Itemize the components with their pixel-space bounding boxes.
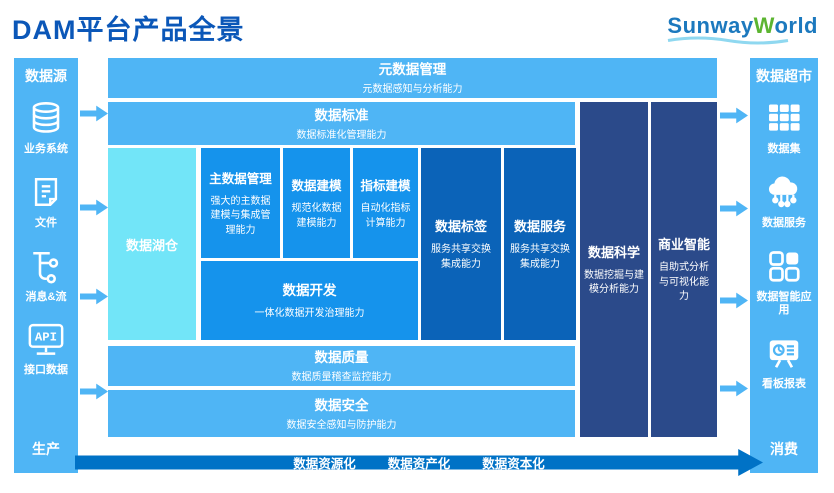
logo-wave-icon: [668, 36, 789, 45]
sidebar-item-label: 接口数据: [24, 364, 68, 377]
block-data-tags: 数据标签 服务共享交换集成能力: [421, 148, 501, 340]
block-data-development: 数据开发 一体化数据开发治理能力: [201, 261, 418, 340]
block-subtitle: 自动化指标计算能力: [360, 203, 411, 229]
sidebar-item-data-intelligence-apps: 数据智能应用: [755, 246, 813, 319]
right-sidebar-header: 数据超市: [756, 68, 812, 84]
sidebar-item-dashboard-reports: 看板报表: [755, 333, 813, 392]
block-subtitle: 强大的主数据建模与集成管理能力: [210, 195, 271, 236]
logo-text: SunwayWorld: [667, 13, 818, 38]
block-title: 数据服务: [513, 219, 566, 234]
column-data-science: 数据科学 数据挖掘与建模分析能力: [580, 102, 648, 437]
block-subtitle: 一体化数据开发治理能力: [254, 308, 365, 320]
layer-subtitle: 数据安全感知与防护能力: [286, 419, 397, 431]
layer-data-security: 数据安全 数据安全感知与防护能力: [108, 390, 575, 437]
dataset-icon: [764, 98, 804, 138]
layer-data-standard: 数据标准 数据标准化管理能力: [108, 102, 575, 145]
stream-icon: [26, 246, 66, 286]
value-stage-label: 数据资产化: [387, 457, 451, 471]
layer-subtitle: 元数据感知与分析能力: [362, 84, 463, 96]
block-title: 数据建模: [291, 179, 342, 193]
block-title: 指标建模: [360, 179, 411, 193]
sidebar-item-label: 文件: [35, 216, 57, 229]
sidebar-item-label: 业务系统: [24, 143, 68, 155]
block-title: 数据湖仓: [125, 237, 178, 253]
sidebar-item-files: 文件: [17, 172, 75, 231]
flow-arrow-icon: [80, 288, 108, 305]
dashboard-icon: [764, 333, 804, 373]
block-subtitle: 数据挖掘与建模分析能力: [584, 269, 644, 296]
database-icon: [26, 98, 66, 138]
apps-icon: [764, 246, 804, 286]
block-title: 数据科学: [587, 244, 640, 260]
svg-text:API: API: [35, 331, 57, 345]
block-title: 主数据管理: [209, 171, 272, 186]
sidebar-item-data-services: 数据服务: [755, 172, 813, 231]
block-data-lakehouse: 数据湖仓: [108, 148, 196, 340]
left-sidebar-footer: 生产: [32, 441, 60, 457]
block-metric-modeling: 指标建模 自动化指标计算能力: [353, 148, 418, 258]
layer-title: 数据标准: [314, 107, 369, 123]
flow-arrow-icon: [720, 200, 748, 217]
block-master-data-management: 主数据管理 强大的主数据建模与集成管理能力: [201, 148, 280, 258]
layer-metadata-management: 元数据管理 元数据感知与分析能力: [108, 58, 717, 98]
block-subtitle: 服务共享交换集成能力: [510, 244, 570, 270]
value-stage-label: 数据资本化: [482, 457, 545, 471]
sidebar-item-label: 数据智能应用: [756, 290, 812, 317]
sidebar-item-message-stream: 消息&流: [17, 246, 75, 305]
sidebar-item-label: 数据集: [767, 143, 801, 155]
layer-title: 元数据管理: [378, 62, 447, 78]
flow-arrow-icon: [720, 107, 748, 124]
block-subtitle: 规范化数据建模能力: [291, 203, 342, 229]
layer-title: 数据质量: [314, 350, 369, 366]
block-subtitle: 服务共享交换集成能力: [431, 244, 491, 270]
file-icon: [26, 172, 66, 212]
flow-arrow-icon: [80, 105, 108, 122]
sidebar-item-api-data: API 接口数据: [17, 319, 75, 378]
block-title: 数据开发: [282, 283, 337, 299]
sunwayworld-logo: SunwayWorld: [667, 13, 818, 45]
block-data-modeling: 数据建模 规范化数据建模能力: [283, 148, 350, 258]
layer-subtitle: 数据质量稽查监控能力: [291, 372, 392, 384]
sidebar-item-business-systems: 业务系统: [17, 98, 75, 157]
api-icon: API: [26, 319, 66, 359]
left-sidebar-header: 数据源: [25, 68, 67, 84]
value-stage-label: 数据资源化: [293, 457, 356, 471]
block-title: 数据标签: [434, 219, 487, 234]
sidebar-item-dataset: 数据集: [755, 98, 813, 157]
sidebar-item-label: 看板报表: [762, 378, 806, 390]
block-title: 商业智能: [657, 237, 710, 253]
left-sidebar-data-sources: 数据源 业务系统: [14, 58, 78, 473]
flow-arrow-icon: [80, 199, 108, 216]
sidebar-item-label: 消息&流: [25, 290, 67, 303]
layer-data-quality: 数据质量 数据质量稽查监控能力: [108, 346, 575, 386]
block-data-services: 数据服务 服务共享交换集成能力: [504, 148, 576, 340]
sidebar-item-label: 数据服务: [762, 216, 806, 229]
page-title: DAM平台产品全景: [12, 15, 245, 45]
right-sidebar-footer: 消费: [770, 441, 798, 457]
flow-arrow-icon: [720, 380, 748, 397]
right-sidebar-data-mart: 数据超市 数据集: [750, 58, 818, 473]
cloud-service-icon: [764, 172, 804, 212]
layer-title: 数据安全: [314, 397, 369, 413]
flow-arrow-icon: [80, 383, 108, 400]
column-business-intelligence: 商业智能 自助式分析与可视化能力: [651, 102, 717, 437]
value-flow-arrow: 数据资源化 数据资产化 数据资本化: [75, 449, 763, 476]
flow-arrow-icon: [720, 292, 748, 309]
block-subtitle: 自助式分析与可视化能力: [659, 262, 709, 303]
layer-subtitle: 数据标准化管理能力: [296, 129, 387, 141]
